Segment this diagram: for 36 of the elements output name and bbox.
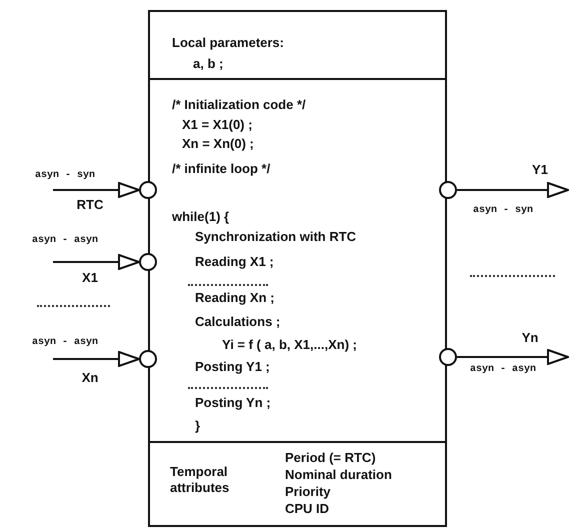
signal-arrow [53, 254, 140, 270]
code-comment: /* infinite loop */ [172, 161, 270, 177]
port-circle [439, 348, 457, 366]
code-line: Posting Y1 ; [195, 359, 270, 375]
sync-mode-label: asyn - asyn [32, 235, 98, 247]
task-box [148, 10, 447, 527]
section-heading: Temporal attributes [170, 464, 230, 496]
sync-mode-label: asyn - asyn [32, 337, 98, 349]
parameter-list: a, b ; [193, 56, 224, 72]
attribute-item: Nominal duration [285, 467, 392, 483]
code-line: X1 = X1(0) ; [182, 117, 252, 133]
code-line: Reading Xn ; [195, 290, 274, 306]
code-line: Calculations ; [195, 314, 280, 330]
code-line: Synchronization with RTC [195, 229, 356, 245]
code-line: Yi = f ( a, b, X1,...,Xn) ; [222, 337, 357, 353]
sync-mode-label: asyn - syn [473, 205, 533, 217]
code-comment: /* Initialization code */ [172, 97, 306, 113]
sync-mode-label: asyn - asyn [470, 364, 536, 376]
sync-mode-label: asyn - syn [35, 170, 95, 182]
code-line: while(1) { [172, 209, 230, 225]
code-line: Xn = Xn(0) ; [182, 136, 254, 152]
port-circle [139, 350, 157, 368]
attribute-item: CPU ID [285, 501, 330, 517]
port-circle [139, 181, 157, 199]
attribute-item: Period (= RTC) [285, 450, 376, 466]
signal-arrow [53, 182, 140, 198]
code-line: } [195, 418, 200, 434]
signal-arrow [457, 182, 569, 198]
code-line: Posting Yn ; [195, 395, 271, 411]
port-circle [439, 181, 457, 199]
attribute-item: Priority [285, 484, 331, 500]
code-line: Reading X1 ; [195, 254, 274, 270]
section-heading: Local parameters: [172, 35, 284, 51]
signal-arrow [53, 351, 140, 367]
port-circle [139, 253, 157, 271]
signal-arrow [457, 349, 569, 365]
